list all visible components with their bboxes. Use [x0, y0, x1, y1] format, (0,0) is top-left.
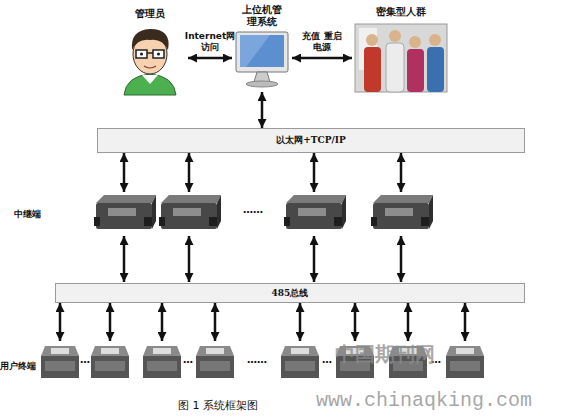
bus-arrow [123, 153, 126, 192]
bus-band: 以太网+TCP/IP [97, 128, 525, 153]
connector-arrow [292, 57, 352, 60]
bus-arrow [313, 236, 316, 282]
caption: 图 1 系统框架图 [178, 398, 258, 413]
bus-arrow [188, 236, 191, 282]
computer-icon: 上位机管理系统 [232, 4, 292, 92]
terminal-device [446, 346, 484, 378]
ellipsis: …… [243, 204, 263, 215]
admin-body [124, 74, 176, 95]
person-head [409, 36, 421, 48]
person [386, 43, 404, 92]
connector-arrow [261, 92, 264, 128]
bus-arrow [59, 303, 62, 341]
relay-device [284, 195, 346, 229]
terminal-device [143, 346, 181, 378]
admin-glasses [153, 50, 164, 58]
person-head [429, 34, 441, 46]
actor-icon: 管理员 [112, 8, 188, 96]
terminal-device [91, 346, 129, 378]
node-label: 上位机管理系统 [240, 4, 284, 28]
connector-arrow [188, 57, 232, 60]
edge-label: Internet网 访问 [183, 31, 237, 53]
watermark: www.chinaqking.com [316, 389, 532, 412]
edge-label: 充值 重启电源 [301, 31, 343, 53]
person-head [366, 34, 378, 46]
bus-arrow [299, 303, 302, 341]
bus-arrow [214, 303, 217, 341]
node-label: 以太网+TCP/IP [276, 134, 345, 147]
terminal-device [196, 346, 234, 378]
terminal-device [281, 346, 319, 378]
admin-mouth [144, 66, 156, 68]
bus-arrow [400, 236, 403, 282]
bus-arrow [407, 303, 410, 341]
relay-device [94, 195, 156, 229]
person [407, 49, 424, 92]
admin-glasses [147, 52, 153, 54]
bus-arrow [313, 153, 316, 192]
bus-arrow [400, 153, 403, 192]
relay-device [371, 195, 433, 229]
terminal-device [41, 346, 79, 378]
node-label: 管理员 [115, 8, 185, 20]
screen-glare [240, 35, 270, 67]
bus-band: 485总线 [55, 283, 525, 303]
node-label: 密集型人群 [356, 6, 446, 18]
ellipsis: … [80, 354, 90, 365]
ellipsis: …… [247, 354, 267, 365]
bus-arrow [464, 303, 467, 341]
crowd-photo [355, 24, 447, 92]
bus-arrow [354, 303, 357, 341]
bus-arrow [109, 303, 112, 341]
photo-box: 密集型人群 [352, 6, 450, 94]
ellipsis: … [183, 354, 193, 365]
bus-arrow [123, 236, 126, 282]
row-label: 用户终端 [0, 360, 36, 373]
node-label: 485总线 [272, 287, 309, 300]
admin-glasses [136, 50, 147, 58]
monitor-frame [236, 32, 288, 72]
watermark: 中国期刊网 [335, 341, 435, 368]
monitor-base [246, 81, 278, 87]
person [427, 47, 444, 92]
admin-eye [157, 52, 160, 55]
monitor-screen [240, 35, 284, 67]
admin-collar [142, 75, 158, 84]
relay-device [159, 195, 221, 229]
bus-arrow [161, 303, 164, 341]
row-label: 中继端 [14, 208, 41, 221]
person-head [389, 30, 401, 42]
admin-eye [140, 52, 143, 55]
ellipsis: … [322, 354, 332, 365]
bus-arrow [188, 153, 191, 192]
person [364, 47, 381, 92]
admin-hair [132, 29, 169, 50]
